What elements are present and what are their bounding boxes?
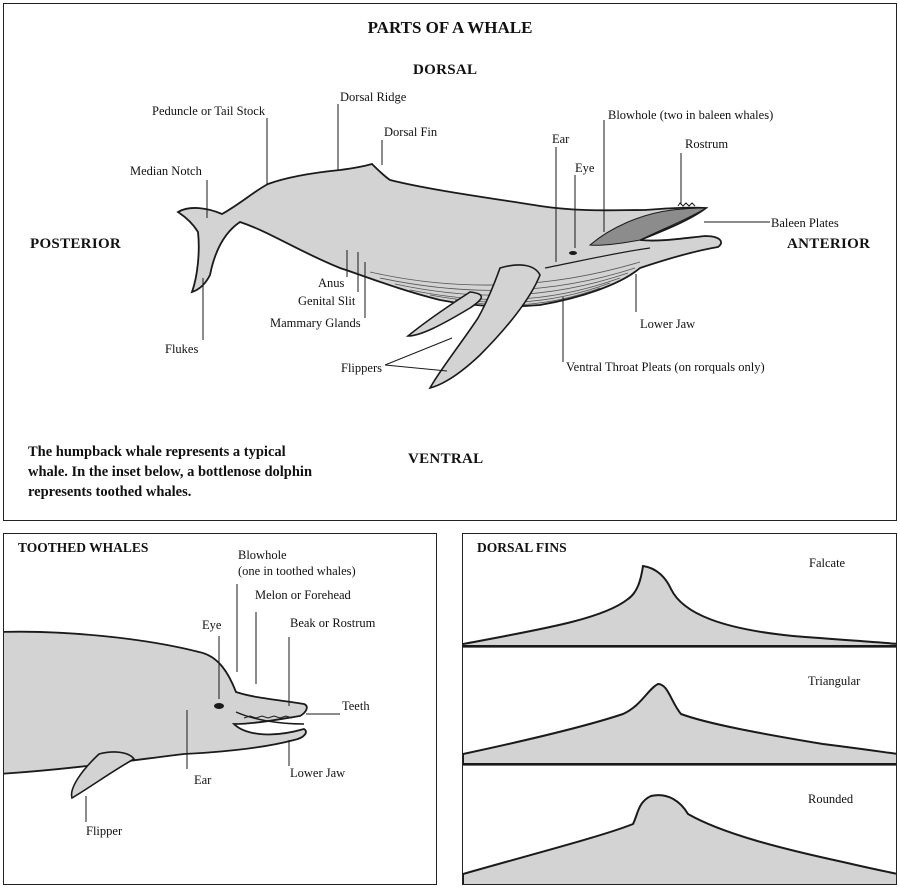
label-eye: Eye: [575, 161, 595, 175]
fin-label-falcate: Falcate: [809, 556, 846, 570]
dorsal-fins-title: DORSAL FINS: [477, 540, 567, 555]
label-rostrum: Rostrum: [685, 137, 729, 151]
main-caption: The humpback whale represents a typical …: [28, 444, 313, 500]
label-flukes: Flukes: [165, 342, 199, 356]
fin-rounded-shape: [463, 794, 896, 884]
label-flippers: Flippers: [341, 361, 382, 375]
label-ear: Ear: [552, 132, 570, 146]
dolphin-flipper: [70, 751, 136, 800]
toothed-label-lower-jaw: Lower Jaw: [290, 766, 346, 780]
dolphin-mouth: [235, 711, 305, 725]
humpback-whale-illustration: [176, 104, 770, 390]
baleen-plates-shape: [588, 207, 708, 246]
label-anus: Anus: [318, 276, 345, 290]
toothed-label-blowhole-note: (one in toothed whales): [238, 564, 356, 578]
leader-lines: [202, 104, 770, 372]
label-baleen-plates: Baleen Plates: [771, 216, 839, 230]
label-genital-slit: Genital Slit: [298, 294, 356, 308]
fin-label-triangular: Triangular: [808, 674, 861, 688]
toothed-label-beak: Beak or Rostrum: [290, 616, 376, 630]
toothed-label-eye: Eye: [202, 618, 222, 632]
label-median-notch: Median Notch: [130, 164, 202, 178]
fin-triangular-shape: [463, 682, 896, 765]
label-dorsal-ridge: Dorsal Ridge: [340, 90, 407, 104]
direction-ventral: VENTRAL: [408, 451, 484, 467]
label-lower-jaw: Lower Jaw: [640, 317, 696, 331]
dolphin-eye: [214, 703, 224, 709]
label-mammary-glands: Mammary Glands: [270, 316, 361, 330]
label-throat-pleats: Ventral Throat Pleats (on rorquals only): [566, 360, 765, 374]
whale-mouth-line: [544, 247, 651, 269]
toothed-label-flipper: Flipper: [86, 824, 123, 838]
label-blowhole: Blowhole (two in baleen whales): [608, 108, 774, 122]
whale-body: [176, 162, 722, 308]
dolphin-illustration: [4, 584, 340, 822]
toothed-label-blowhole: Blowhole: [238, 548, 287, 562]
toothed-leader-lines: [85, 584, 340, 822]
whale-flipper-back: [405, 291, 483, 337]
toothed-label-ear: Ear: [194, 773, 212, 787]
toothed-label-melon: Melon or Forehead: [255, 588, 351, 602]
label-dorsal-fin: Dorsal Fin: [384, 125, 438, 139]
toothed-label-teeth: Teeth: [342, 699, 370, 713]
toothed-whales-title: TOOTHED WHALES: [18, 540, 149, 555]
whale-flipper-front: [428, 264, 541, 390]
fin-falcate-shape: [463, 564, 896, 647]
dorsal-fins-panel: DORSAL FINS Falcate Triangular Rounded: [462, 533, 897, 885]
whale-eye: [569, 251, 577, 255]
fin-label-rounded: Rounded: [808, 792, 854, 806]
dorsal-fins-illustration: [463, 564, 896, 884]
dolphin-body: [4, 630, 308, 775]
direction-posterior: POSTERIOR: [30, 236, 122, 252]
direction-dorsal: DORSAL: [413, 62, 478, 78]
label-peduncle: Peduncle or Tail Stock: [152, 104, 266, 118]
page-title: PARTS OF A WHALE: [367, 18, 533, 37]
direction-anterior: ANTERIOR: [787, 236, 871, 252]
toothed-whales-panel: TOOTHED WHALES Blowhole (one in toothed …: [3, 533, 437, 885]
